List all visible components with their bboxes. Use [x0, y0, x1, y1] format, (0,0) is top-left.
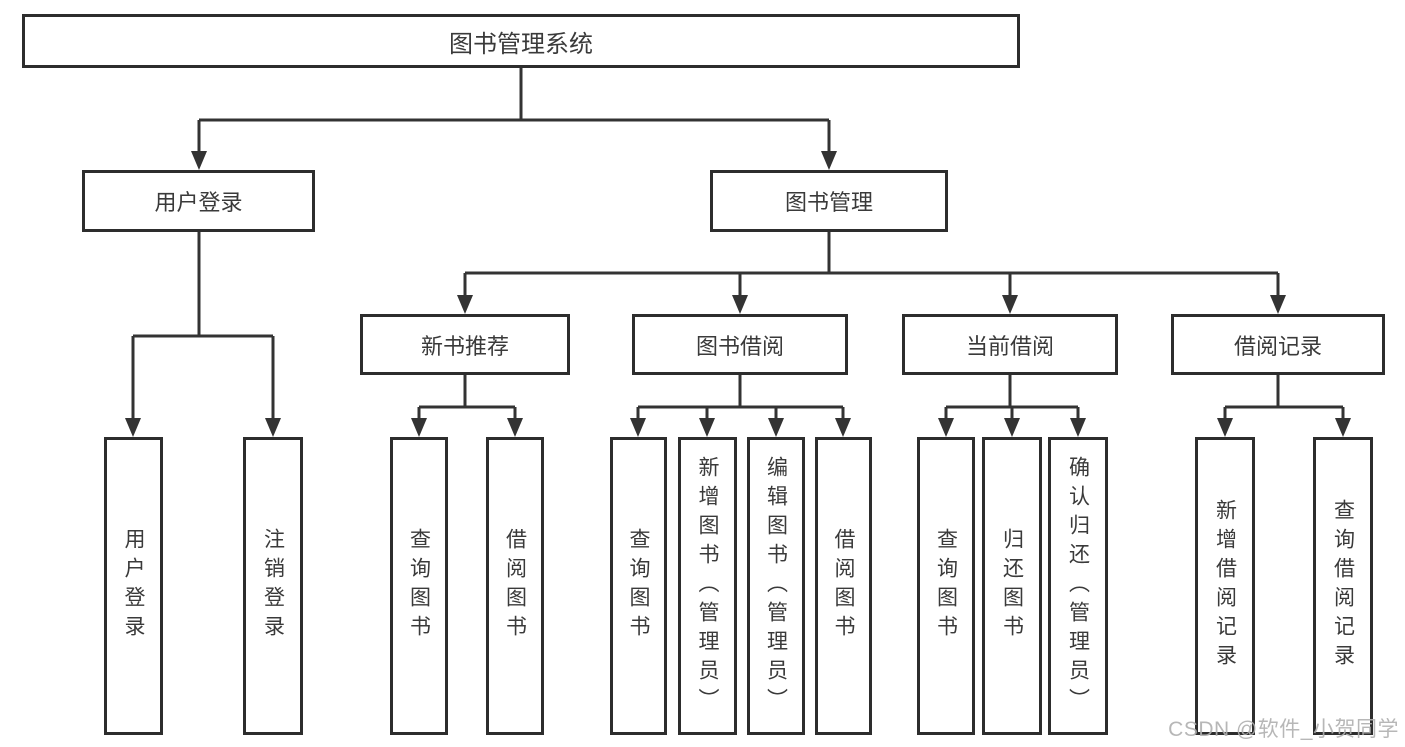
node-leaf-borrow-books-2: 借阅图书: [815, 437, 872, 735]
arrowhead: [630, 418, 646, 437]
arrowhead: [768, 418, 784, 437]
arrowhead: [699, 418, 715, 437]
arrowhead: [732, 295, 748, 314]
arrowhead: [1002, 295, 1018, 314]
arrowhead: [1070, 418, 1086, 437]
connector-borrow-to-leaves: [636, 375, 845, 421]
node-leaf-logout: 注销登录: [243, 437, 303, 735]
arrowhead: [411, 418, 427, 437]
arrowhead: [1335, 418, 1351, 437]
node-root-system: 图书管理系统: [22, 14, 1020, 68]
node-leaf-return-book: 归还图书: [982, 437, 1042, 735]
node-leaf-query-borrow-record: 查询借阅记录: [1313, 437, 1373, 735]
arrowhead: [125, 418, 141, 437]
arrowhead: [1217, 418, 1233, 437]
node-leaf-user-login: 用户登录: [104, 437, 163, 735]
connector-records-to-leaves: [1223, 375, 1345, 421]
arrowhead: [265, 418, 281, 437]
node-leaf-query-books-1: 查询图书: [390, 437, 448, 735]
arrowhead: [1004, 418, 1020, 437]
node-book-borrowing: 图书借阅: [632, 314, 848, 375]
connector-root-to-level2: [197, 68, 831, 155]
connector-current-to-leaves: [944, 375, 1080, 421]
arrowhead: [835, 418, 851, 437]
arrowhead: [938, 418, 954, 437]
arrowhead: [457, 295, 473, 314]
node-user-login-module: 用户登录: [82, 170, 315, 232]
node-leaf-add-borrow-record: 新增借阅记录: [1195, 437, 1255, 735]
node-leaf-query-books-3: 查询图书: [917, 437, 975, 735]
arrowhead: [191, 151, 207, 170]
node-new-book-recommend: 新书推荐: [360, 314, 570, 375]
node-leaf-query-books-2: 查询图书: [610, 437, 667, 735]
node-leaf-edit-book-admin: 编辑图书（管理员）: [747, 437, 805, 735]
node-borrowing-records: 借阅记录: [1171, 314, 1385, 375]
node-current-borrowing: 当前借阅: [902, 314, 1118, 375]
node-leaf-add-book-admin: 新增图书（管理员）: [678, 437, 737, 735]
node-book-management-module: 图书管理: [710, 170, 948, 232]
arrowhead: [507, 418, 523, 437]
csdn-watermark: CSDN @软件_小贺同学: [1168, 718, 1399, 741]
connector-userlogin-to-leaves: [131, 232, 275, 421]
node-leaf-confirm-return-admin: 确认归还（管理员）: [1048, 437, 1108, 735]
arrowhead: [1270, 295, 1286, 314]
arrowheads: [125, 151, 1351, 437]
connector-bookmgmt-to-level3: [463, 232, 1280, 298]
arrowhead: [821, 151, 837, 170]
node-leaf-borrow-books-1: 借阅图书: [486, 437, 544, 735]
connector-newbook-to-leaves: [417, 375, 517, 421]
